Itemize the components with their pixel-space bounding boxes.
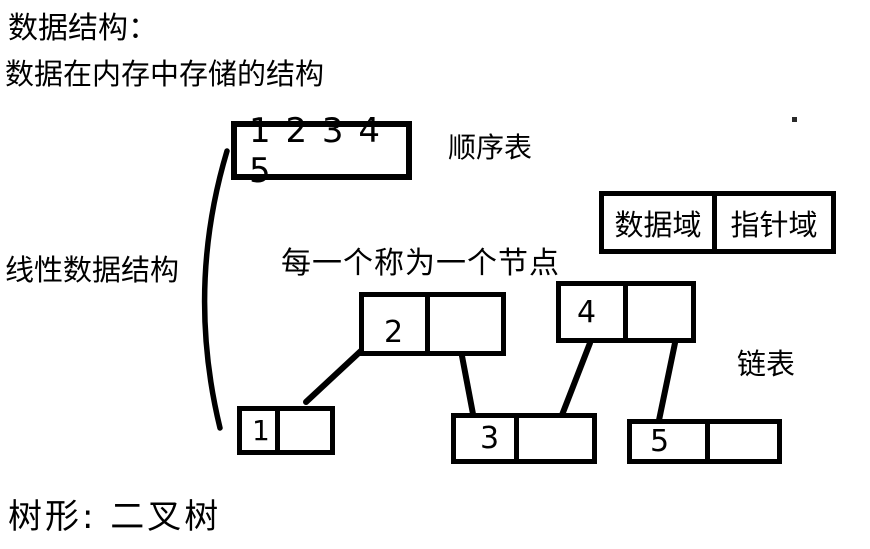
linear-structure-brace xyxy=(201,148,230,431)
node-2-value: 2 xyxy=(384,315,404,350)
node-1-value-cell: 1 xyxy=(242,411,280,450)
stray-dot xyxy=(792,117,797,122)
pointer-field-label: 指针域 xyxy=(730,207,818,242)
node-4-value: 4 xyxy=(577,294,597,330)
list-node-5: 5 xyxy=(627,419,782,464)
node-template-data-cell: 数据域 xyxy=(604,196,717,249)
node-4-value-cell: 4 xyxy=(561,286,628,338)
linear-structure-label: 线性数据结构 xyxy=(5,253,180,287)
node-4-pointer-cell xyxy=(628,286,691,338)
node-5-pointer-cell xyxy=(710,424,777,459)
sequential-list-box: 1 2 3 4 5 xyxy=(231,111,412,191)
list-node-1: 1 xyxy=(237,406,335,455)
sequential-list-label: 顺序表 xyxy=(448,131,533,164)
footer-text: 树形: 二叉树 xyxy=(8,497,222,537)
data-field-label: 数据域 xyxy=(614,207,702,242)
node-template-box: 数据域 指针域 xyxy=(599,191,836,254)
connector-4-5 xyxy=(655,340,678,428)
connector-1-2 xyxy=(303,346,366,405)
list-node-3: 3 xyxy=(451,413,597,464)
connector-2-3 xyxy=(459,353,476,417)
node-3-value: 3 xyxy=(480,421,500,456)
node-3-pointer-cell xyxy=(519,418,592,459)
node-5-value-cell: 5 xyxy=(632,424,710,459)
connector-3-4 xyxy=(559,340,593,418)
node-5-value: 5 xyxy=(650,424,670,459)
linked-list-label: 链表 xyxy=(737,347,796,381)
sequential-list-values: 1 2 3 4 5 xyxy=(249,110,382,191)
page-subtitle: 数据在内存中存储的结构 xyxy=(5,57,325,91)
node-2-value-cell: 2 xyxy=(364,297,430,351)
node-1-value: 1 xyxy=(252,414,270,447)
page-title: 数据结构： xyxy=(8,11,158,46)
node-template-pointer-cell: 指针域 xyxy=(717,196,831,249)
list-node-2: 2 xyxy=(359,292,506,356)
node-caption: 每一个称为一个节点 xyxy=(281,246,560,281)
node-3-value-cell: 3 xyxy=(456,418,519,459)
node-2-pointer-cell xyxy=(430,297,501,351)
node-1-pointer-cell xyxy=(280,411,330,450)
list-node-4: 4 xyxy=(556,281,696,343)
